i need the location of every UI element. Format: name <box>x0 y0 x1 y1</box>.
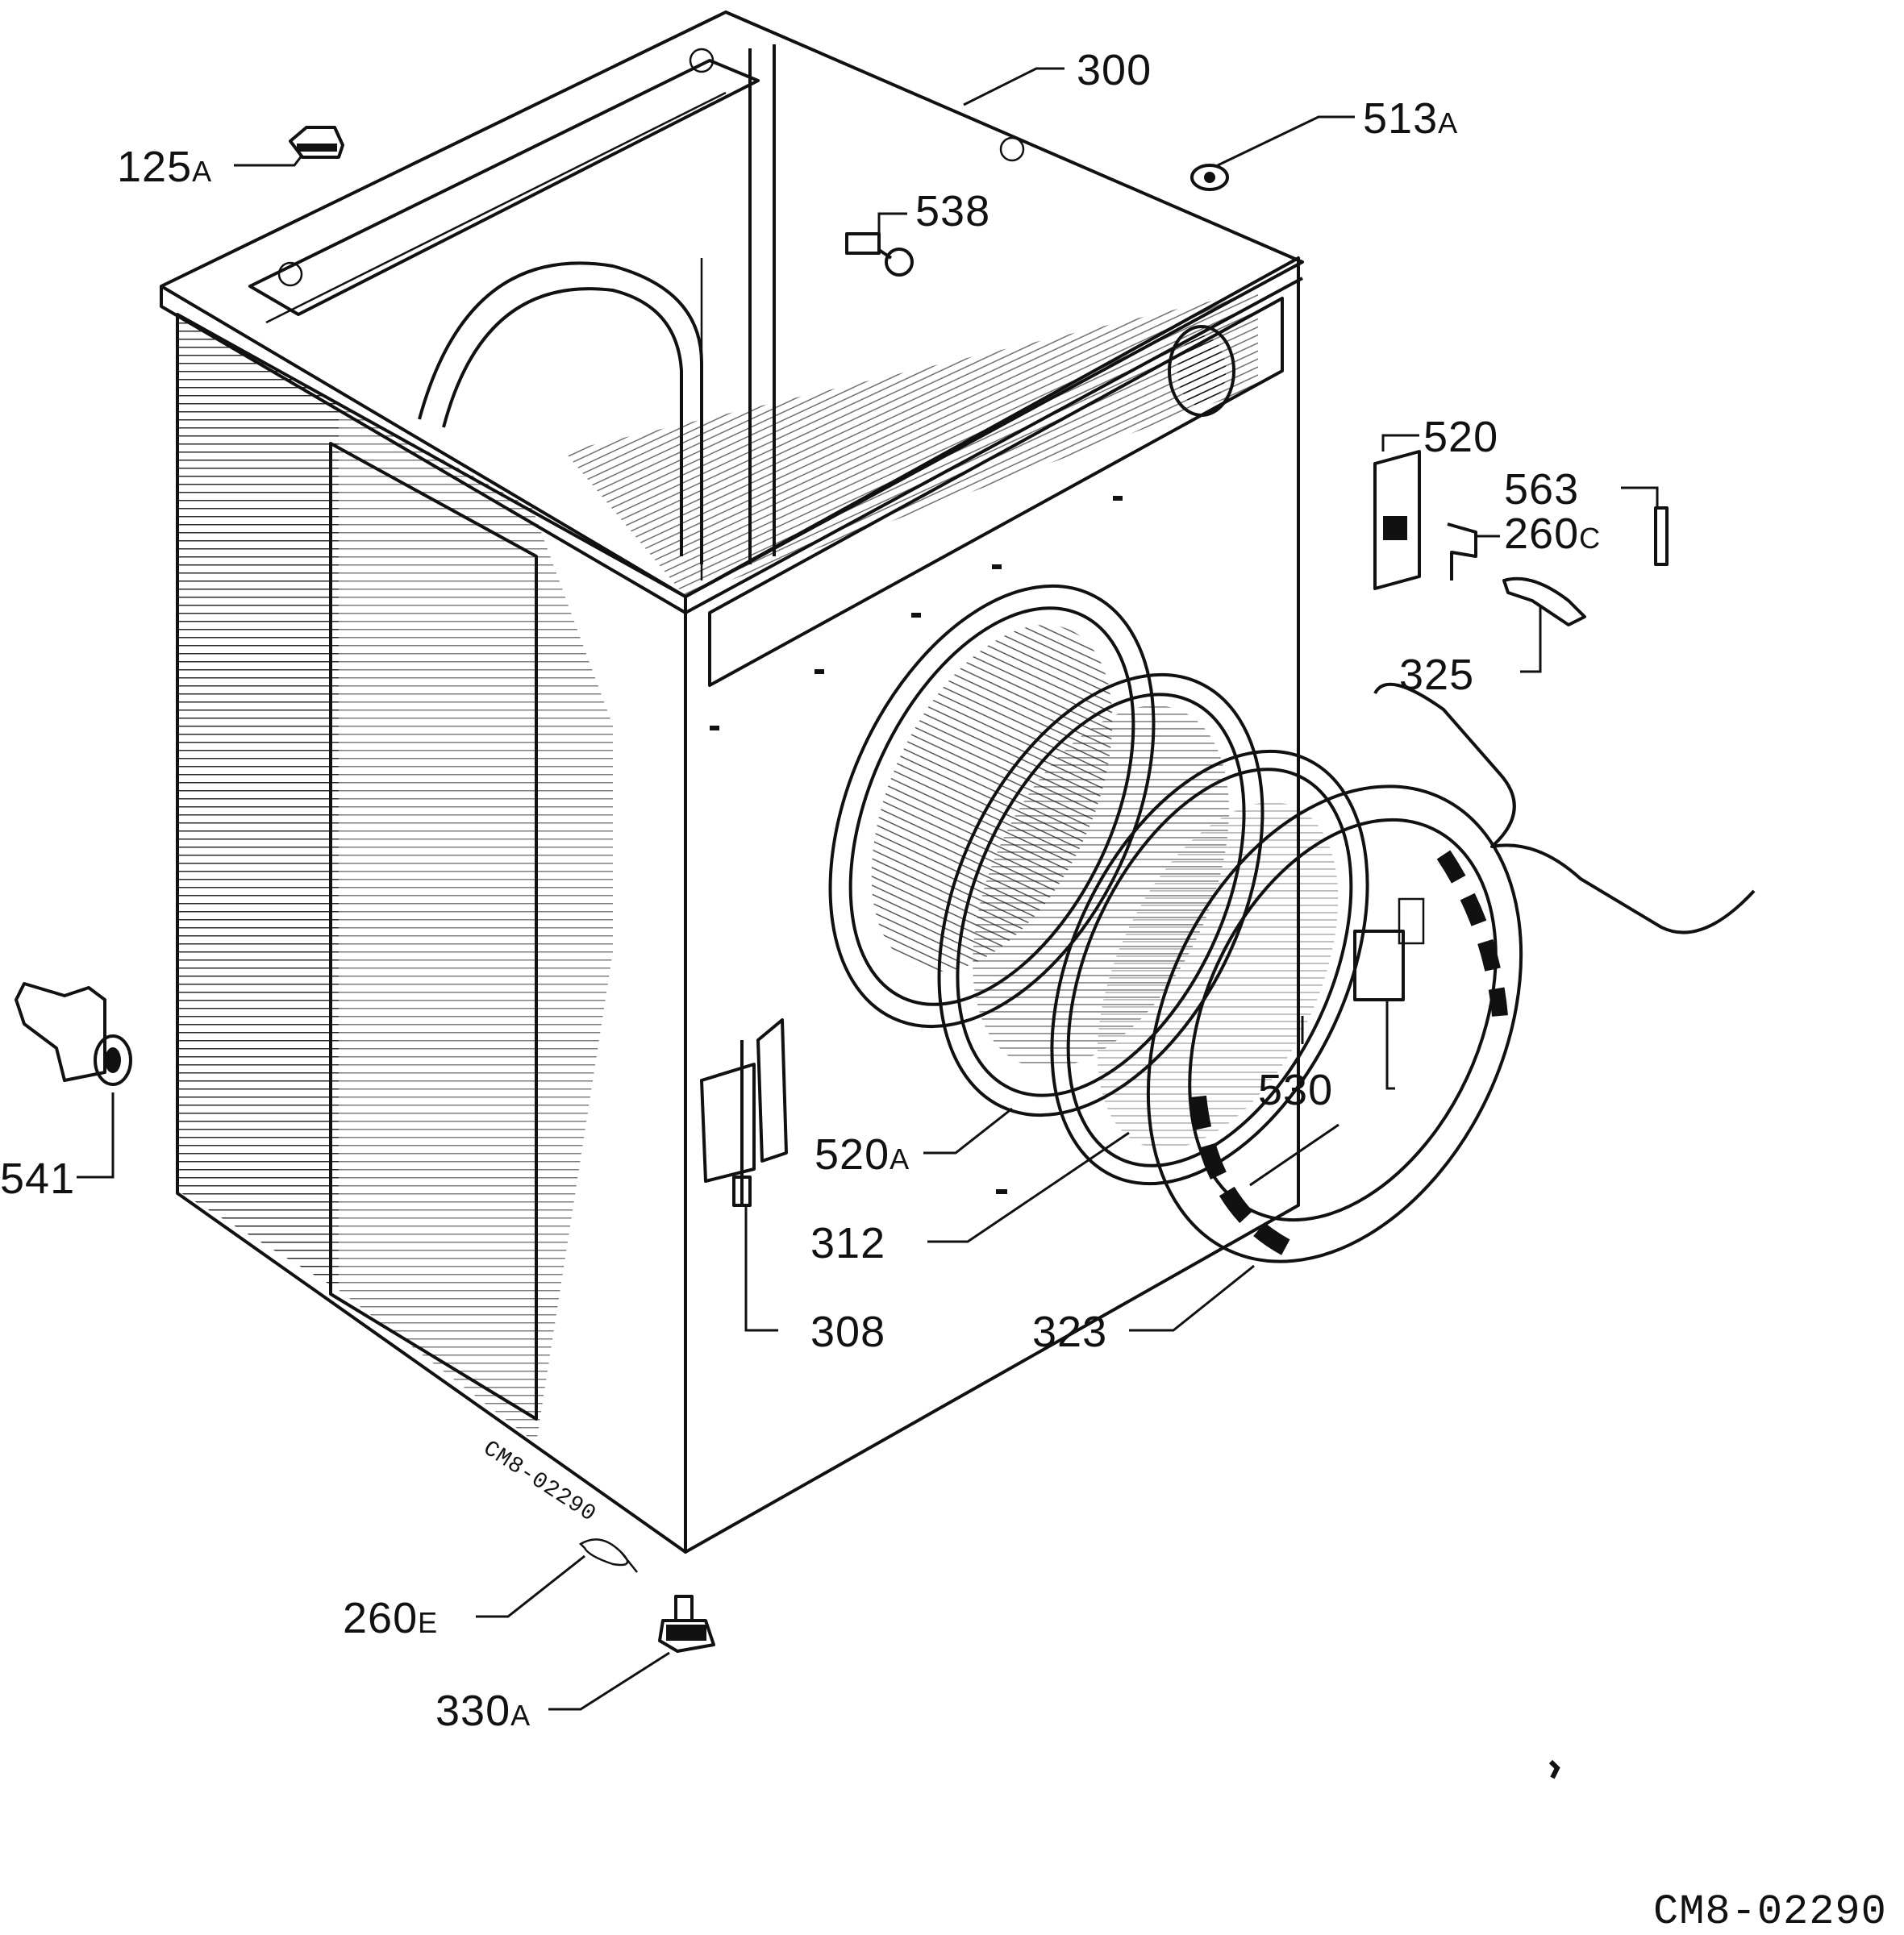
assembly-brace <box>1373 682 1756 934</box>
label-323: 323 <box>1032 1308 1107 1356</box>
part-308-hinge <box>700 1018 788 1207</box>
part-541-switch <box>15 982 132 1086</box>
label-300: 300 <box>1077 46 1152 94</box>
part-330a-foot <box>658 1595 715 1653</box>
label-325: 325 <box>1399 651 1474 699</box>
part-520-latch-plate <box>1373 450 1421 590</box>
label-260c: 260C <box>1504 510 1601 558</box>
part-125a-bracket <box>289 126 344 159</box>
label-330a: 330A <box>435 1687 531 1735</box>
leader-lines <box>77 67 1659 1711</box>
part-325-hook <box>1502 576 1586 626</box>
label-513a: 513A <box>1363 94 1458 143</box>
callout-labels: 300 513A 125A 538 520 563 260C 325 530 5… <box>0 46 1601 1735</box>
label-538: 538 <box>915 187 990 235</box>
part-538-screw <box>845 232 914 277</box>
label-125a: 125A <box>117 143 212 191</box>
part-513a-cap <box>1190 164 1229 191</box>
label-563: 563 <box>1504 465 1579 514</box>
label-520a: 520A <box>815 1130 910 1179</box>
label-541: 541 <box>0 1155 75 1203</box>
label-308: 308 <box>810 1308 885 1356</box>
door-frame-323 <box>1146 784 1523 1263</box>
cabinet-frame <box>160 10 1304 1554</box>
part-260e-clip <box>578 1538 638 1573</box>
drawing-code: CM8-02290 <box>1653 1888 1887 1935</box>
label-260e: 260E <box>343 1594 438 1642</box>
part-563-pin <box>1654 506 1669 566</box>
label-530: 530 <box>1258 1066 1333 1114</box>
part-260c-spring <box>1447 522 1477 580</box>
label-312: 312 <box>810 1219 885 1267</box>
door-glass-312 <box>1050 749 1369 1186</box>
label-520: 520 <box>1423 413 1498 461</box>
stray-mark <box>1548 1759 1560 1779</box>
